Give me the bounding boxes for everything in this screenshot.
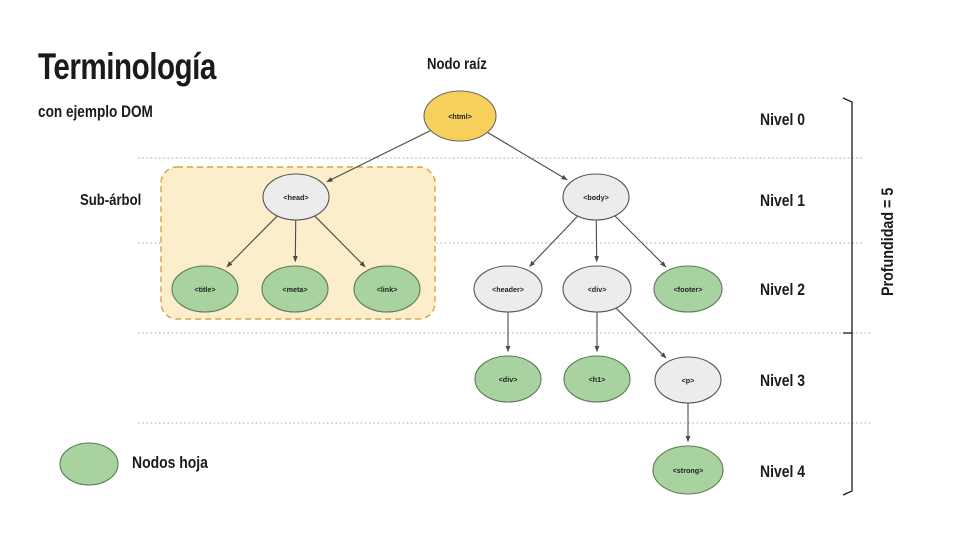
node-shape-h1: [563, 355, 631, 403]
node-label-body: <body>: [583, 193, 609, 202]
legend-label: Nodos hoja: [132, 453, 208, 472]
node-meta[interactable]: <meta>: [261, 265, 329, 313]
page-title: Terminología: [38, 46, 216, 87]
node-shape-meta: [261, 265, 329, 313]
node-shape-strong: [652, 445, 724, 495]
node-label-header: <header>: [492, 285, 524, 294]
tree-edges: [226, 129, 691, 443]
node-body[interactable]: <body>: [562, 173, 630, 221]
node-label-html: <html>: [448, 112, 472, 121]
node-shape-link: [353, 265, 421, 313]
edge-body-header: [529, 215, 579, 267]
node-label-h1: <h1>: [589, 375, 606, 384]
node-shape-div2: [562, 265, 632, 313]
edge-body-footer: [614, 215, 667, 268]
node-title[interactable]: <title>: [171, 265, 239, 313]
node-label-link: <link>: [377, 285, 398, 294]
depth-annotation: Profundidad = 5: [878, 187, 897, 296]
node-label-head: <head>: [283, 193, 308, 202]
level-dividers: [138, 157, 872, 424]
node-label-footer: <footer>: [674, 285, 703, 294]
legend-leaf-swatch: [59, 442, 119, 486]
node-label-div3: <div>: [499, 375, 518, 384]
node-h1[interactable]: <h1>: [563, 355, 631, 403]
node-label-p: <p>: [682, 376, 695, 385]
node-shape-html: [423, 90, 497, 142]
edge-html-head: [326, 129, 431, 183]
node-head[interactable]: <head>: [262, 173, 330, 221]
node-label-div2: <div>: [588, 285, 607, 294]
node-shape-title: [171, 265, 239, 313]
node-div3[interactable]: <div>: [474, 355, 542, 403]
level-label-1: Nivel 1: [760, 191, 805, 210]
legend-swatch: [59, 442, 119, 486]
node-footer[interactable]: <footer>: [653, 265, 723, 313]
node-label-title: <title>: [194, 285, 215, 294]
depth-bracket-path: [842, 97, 853, 496]
edge-div2-p: [615, 307, 667, 359]
page-subtitle: con ejemplo DOM: [38, 102, 153, 121]
edge-html-body: [487, 131, 568, 181]
node-shape-footer: [653, 265, 723, 313]
level-label-4: Nivel 4: [760, 462, 805, 481]
level-label-2: Nivel 2: [760, 280, 805, 299]
node-label-strong: <strong>: [673, 466, 704, 475]
node-label-meta: <meta>: [282, 285, 307, 294]
node-header[interactable]: <header>: [473, 265, 543, 313]
root-node-annotation: Nodo raíz: [427, 56, 487, 73]
edge-head-title: [226, 215, 278, 268]
edge-head-link: [314, 215, 366, 268]
node-shape-div3: [474, 355, 542, 403]
node-shape-header: [473, 265, 543, 313]
level-label-3: Nivel 3: [760, 371, 805, 390]
tree-nodes: <html> <head> <body> <title> <meta> <link> <he…: [171, 90, 724, 495]
node-link[interactable]: <link>: [353, 265, 421, 313]
node-p[interactable]: <p>: [654, 356, 722, 404]
depth-bracket: [842, 97, 853, 496]
node-shape-p: [654, 356, 722, 404]
node-strong[interactable]: <strong>: [652, 445, 724, 495]
node-shape-body: [562, 173, 630, 221]
subtree-annotation: Sub-árbol: [80, 192, 142, 209]
node-shape-head: [262, 173, 330, 221]
node-html[interactable]: <html>: [423, 90, 497, 142]
node-div2[interactable]: <div>: [562, 265, 632, 313]
level-label-0: Nivel 0: [760, 110, 805, 129]
